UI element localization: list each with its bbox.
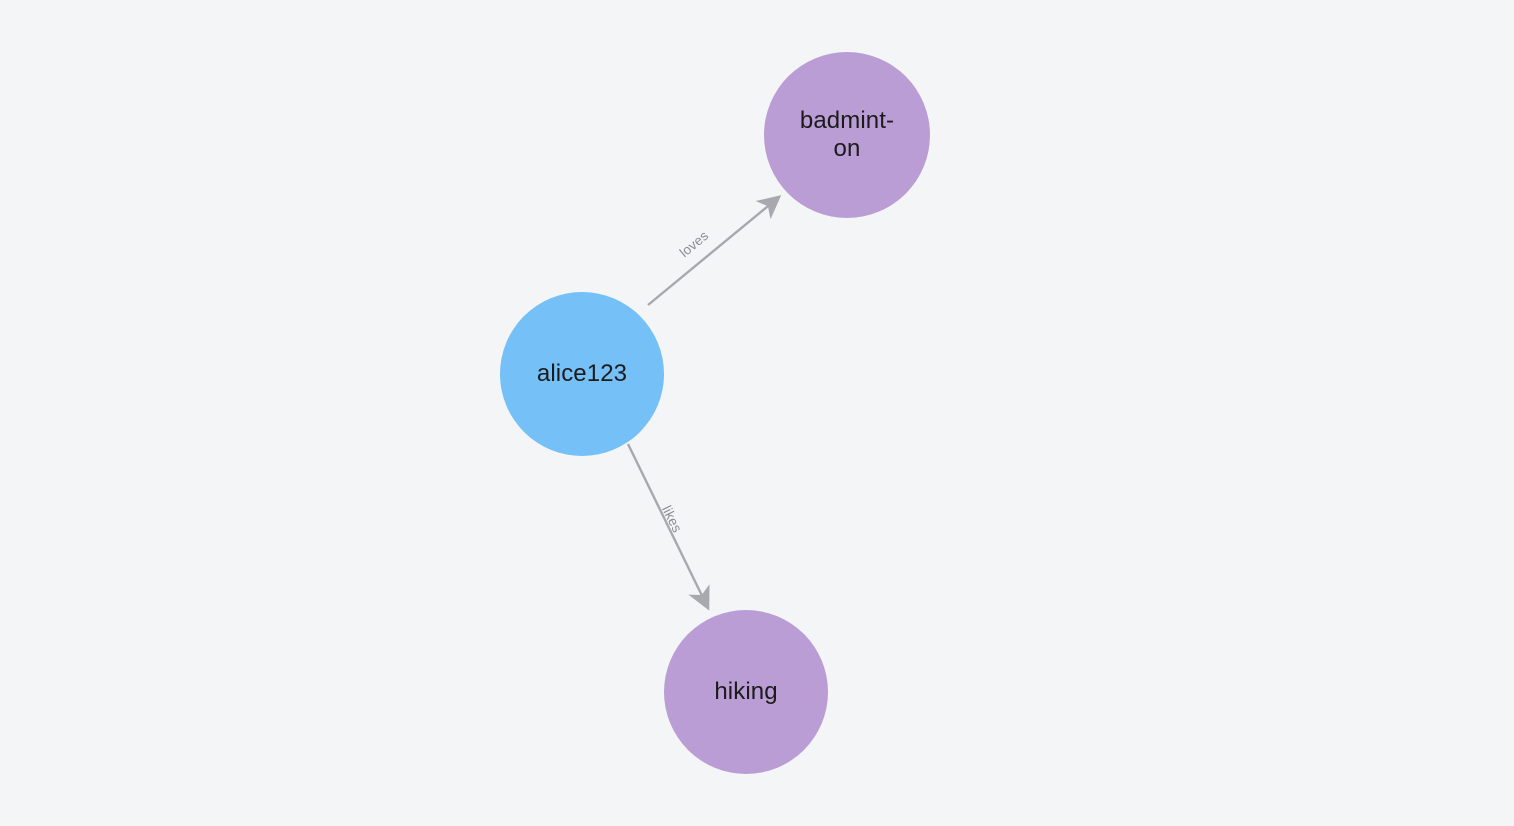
edge-label-likes[interactable]: likes — [659, 503, 685, 535]
graph-node-alice123[interactable]: alice123 — [500, 292, 664, 456]
node-label-hiking: hiking — [714, 677, 778, 705]
edge-alice123-loves-badminton[interactable] — [647, 195, 782, 306]
graph-node-hiking[interactable]: hiking — [664, 610, 828, 774]
node-label-badminton: badmint- on — [799, 106, 895, 162]
edge-label-loves[interactable]: loves — [676, 227, 712, 261]
graph-node-badminton[interactable]: badmint- on — [764, 52, 930, 218]
edge-alice123-likes-hiking[interactable] — [626, 443, 710, 611]
node-label-alice123: alice123 — [536, 359, 628, 387]
